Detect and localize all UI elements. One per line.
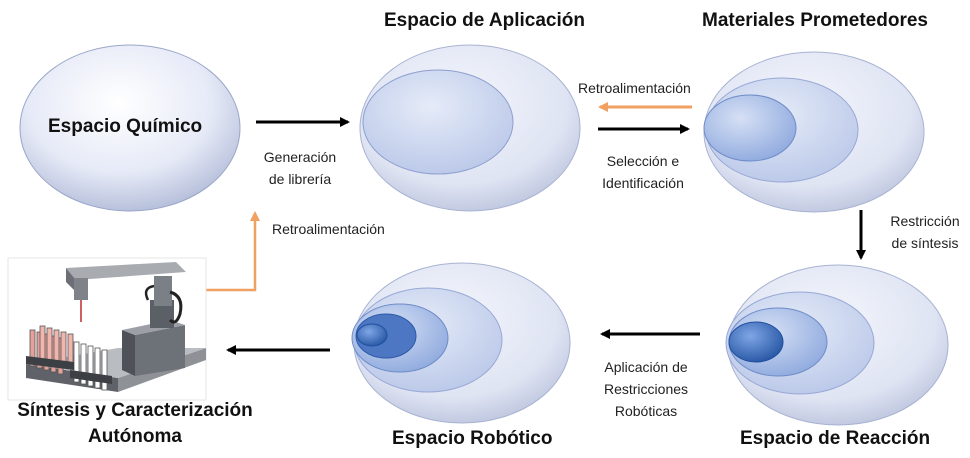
robotic-line2: Restricciones — [603, 381, 689, 397]
selection-line1: Selección e — [606, 153, 680, 169]
application-space-node — [359, 44, 581, 212]
restriction-line2: de síntesis — [891, 235, 959, 251]
library-gen-line2: de librería — [268, 171, 332, 187]
title-robotic-space: Espacio Robótico — [392, 428, 553, 449]
synthesis-title-line1: Síntesis y Caracterización — [17, 400, 253, 421]
promising-materials-node — [703, 51, 925, 213]
selection-line2: Identificación — [602, 175, 684, 191]
reaction-space-node — [725, 264, 949, 426]
restriction-line1: Restricción — [890, 213, 960, 229]
title-reaction-space: Espacio de Reacción — [740, 428, 931, 449]
robot-lab-illustration — [7, 257, 207, 401]
label-library-generation: Generación de librería — [250, 146, 350, 190]
title-autonomous-synthesis: Síntesis y Caracterización Autónoma — [0, 398, 270, 450]
label-selection-identification: Selección e Identificación — [588, 150, 698, 194]
library-gen-line1: Generación — [263, 149, 337, 165]
label-synthesis-restriction: Restricción de síntesis — [880, 210, 970, 254]
robotic-space-node — [351, 262, 571, 424]
synthesis-title-line2: Autónoma — [88, 426, 182, 447]
chemical-space-label: Espacio Químico — [48, 116, 203, 137]
chemical-space-ellipse — [19, 44, 241, 212]
robotic-line1: Aplicación de — [604, 359, 688, 375]
arrow-feedback-left — [206, 211, 260, 292]
label-feedback-top: Retroalimentación — [578, 80, 691, 96]
title-application-space: Espacio de Aplicación — [384, 10, 585, 31]
label-feedback-left: Retroalimentación — [272, 221, 385, 237]
title-promising-materials: Materiales Prometedores — [702, 10, 928, 31]
label-robotic-restrictions: Aplicación de Restricciones Robóticas — [594, 356, 698, 422]
robotic-line3: Robóticas — [614, 403, 678, 419]
